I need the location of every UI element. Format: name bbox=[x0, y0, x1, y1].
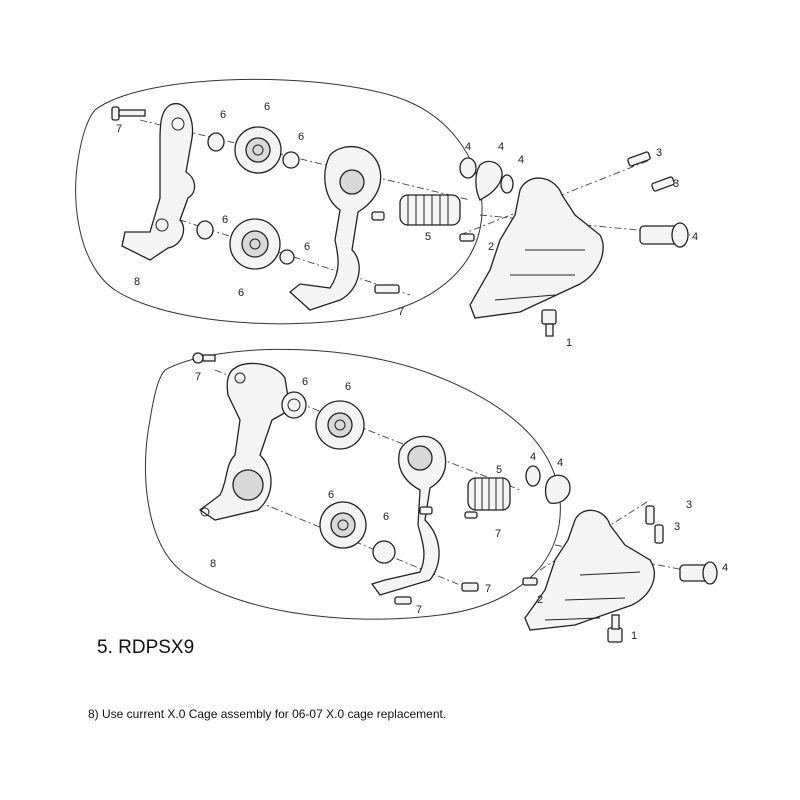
top-callout: 4 bbox=[498, 141, 504, 153]
top-callout: 1 bbox=[566, 337, 572, 349]
top-callout: 6 bbox=[238, 287, 244, 299]
bottom-ring-4b bbox=[544, 474, 571, 504]
top-callout: 3 bbox=[673, 178, 679, 190]
top-spring-5 bbox=[399, 194, 461, 226]
bottom-callout: 2 bbox=[537, 594, 543, 606]
bottom-washer-lower bbox=[372, 540, 396, 564]
top-callout: 4 bbox=[518, 154, 524, 166]
bottom-callout: 4 bbox=[530, 451, 536, 463]
bottom-callout: 6 bbox=[345, 381, 351, 393]
top-cage-outline bbox=[75, 78, 483, 325]
bottom-bolt-small bbox=[464, 511, 478, 519]
bottom-bolt-3b bbox=[654, 524, 664, 544]
top-callout: 6 bbox=[298, 131, 304, 143]
bottom-bolt-2 bbox=[522, 577, 538, 586]
bottom-callout: 7 bbox=[195, 371, 201, 383]
bottom-callout: 4 bbox=[722, 562, 728, 574]
top-inner-cage-plate bbox=[288, 146, 382, 311]
bottom-pulley-upper bbox=[315, 400, 365, 450]
top-bolt-3b bbox=[651, 176, 675, 192]
bottom-axis-line-1 bbox=[214, 369, 521, 491]
top-pivot-bolt-4 bbox=[639, 222, 689, 248]
top-small-bolt bbox=[371, 211, 385, 221]
top-bolt-7-upper bbox=[111, 106, 146, 121]
top-callout: 5 bbox=[425, 231, 431, 243]
top-ring-4c bbox=[500, 174, 514, 194]
bottom-bolt-1 bbox=[607, 614, 623, 643]
bottom-callout: 5 bbox=[496, 464, 502, 476]
top-bolt-3a bbox=[627, 151, 651, 167]
bottom-spring-5 bbox=[467, 477, 511, 511]
bottom-bolt-7-lower bbox=[394, 596, 412, 605]
bottom-ring-4a bbox=[525, 465, 541, 487]
bottom-bolt-7-right bbox=[461, 582, 479, 592]
top-pulley-upper bbox=[234, 126, 282, 174]
bottom-inner-cage-plate bbox=[370, 435, 447, 596]
bottom-pulley-lower bbox=[319, 501, 367, 549]
top-callout: 4 bbox=[465, 141, 471, 153]
top-bolt-7-lower bbox=[374, 284, 400, 294]
model-title: 5. RDPSX9 bbox=[97, 637, 195, 658]
top-ring-4b bbox=[475, 160, 503, 201]
bottom-callout: 6 bbox=[328, 489, 334, 501]
top-axis-line-3 bbox=[459, 159, 651, 236]
footnote: 8) Use current X.0 Cage assembly for 06-… bbox=[88, 707, 447, 721]
bottom-callout: 3 bbox=[686, 499, 692, 511]
top-callout: 6 bbox=[304, 241, 310, 253]
top-callout: 4 bbox=[692, 231, 698, 243]
top-callout: 8 bbox=[134, 276, 140, 288]
bottom-callout: 7 bbox=[416, 604, 422, 616]
top-small-bolt-2 bbox=[459, 233, 475, 242]
top-derailleur-body bbox=[469, 177, 604, 319]
top-outer-cage-plate bbox=[121, 102, 196, 261]
top-callout: 3 bbox=[656, 147, 662, 159]
bottom-bolt-7-mid bbox=[419, 506, 433, 515]
top-callout: 7 bbox=[116, 123, 122, 135]
bottom-bolt-3a bbox=[645, 505, 655, 525]
top-callout: 6 bbox=[222, 214, 228, 226]
bottom-callout: 1 bbox=[631, 630, 637, 642]
top-callout: 7 bbox=[398, 306, 404, 318]
top-callout: 2 bbox=[488, 241, 494, 253]
bottom-washer-upper bbox=[281, 391, 307, 419]
top-callout: 6 bbox=[264, 101, 270, 113]
top-axis-line-2 bbox=[164, 214, 411, 296]
bottom-outer-cage-plate bbox=[198, 362, 291, 521]
bottom-callout: 7 bbox=[485, 583, 491, 595]
bottom-callout: 8 bbox=[210, 558, 216, 570]
bottom-callout: 3 bbox=[674, 521, 680, 533]
bottom-callout: 6 bbox=[383, 511, 389, 523]
bottom-callout: 7 bbox=[495, 528, 501, 540]
top-pulley-lower bbox=[229, 218, 281, 270]
top-washers bbox=[196, 132, 300, 265]
top-ring-4a bbox=[459, 157, 477, 179]
bottom-bolt-7-upper bbox=[192, 352, 216, 364]
bottom-callout: 6 bbox=[302, 376, 308, 388]
top-assembly: 7 6 6 6 6 6 6 5 4 4 4 3 3 4 2 1 8 7 bbox=[75, 78, 698, 349]
bottom-callout: 4 bbox=[557, 457, 563, 469]
bottom-cage-outline bbox=[144, 348, 561, 620]
top-bolt-1 bbox=[541, 309, 557, 337]
top-axis-line-1 bbox=[139, 119, 471, 201]
bottom-derailleur-body bbox=[524, 509, 655, 631]
bottom-assembly: 7 6 6 6 6 5 4 4 3 3 4 2 1 8 7 7 7 bbox=[144, 348, 728, 643]
top-callout: 6 bbox=[220, 109, 226, 121]
bottom-pivot-bolt-4 bbox=[679, 561, 718, 585]
